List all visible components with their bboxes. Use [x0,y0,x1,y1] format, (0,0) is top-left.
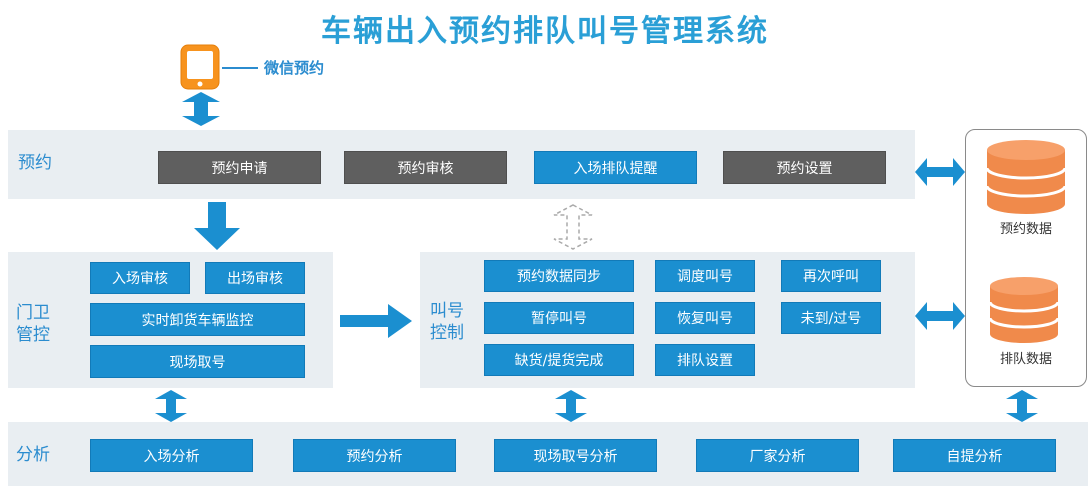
resume-call-button[interactable]: 恢复叫号 [655,302,755,334]
reservation-analysis-button[interactable]: 预约分析 [293,439,456,472]
self-pickup-analysis-button[interactable]: 自提分析 [893,439,1056,472]
bidirectional-arrow-icon [555,390,587,422]
reservation-apply-button[interactable]: 预约申请 [158,151,321,184]
database-icon [985,140,1067,214]
unloading-vehicle-monitor-button[interactable]: 实时卸货车辆监控 [90,303,305,336]
call-label-line1: 叫号 [430,301,464,321]
reservation-settings-button[interactable]: 预约设置 [723,151,886,184]
call-section-label: 叫号 控制 [430,300,464,344]
phone-icon [180,44,220,90]
database-icon [988,277,1060,343]
bidirectional-arrow-icon [915,158,965,186]
wechat-reservation-label: 微信预约 [264,59,325,77]
exit-review-button[interactable]: 出场审核 [205,262,305,294]
manufacturer-analysis-button[interactable]: 厂家分析 [696,439,859,472]
queue-settings-button[interactable]: 排队设置 [655,344,755,376]
reservation-review-button[interactable]: 预约审核 [344,151,507,184]
reservation-section-label: 预约 [18,153,52,173]
call-label-line2: 控制 [430,323,464,343]
dispatch-call-button[interactable]: 调度叫号 [655,260,755,292]
bidirectional-arrow-icon [915,302,965,330]
guard-section-label: 门卫 管控 [16,302,50,346]
entry-analysis-button[interactable]: 入场分析 [90,439,253,472]
guard-label-line1: 门卫 [16,303,50,323]
onsite-ticket-analysis-button[interactable]: 现场取号分析 [494,439,657,472]
bidirectional-arrow-icon [182,92,220,126]
connector-line [222,67,258,69]
bidirectional-arrow-icon [155,390,187,422]
reservation-data-label: 预约数据 [999,222,1052,237]
reservation-data-sync-button[interactable]: 预约数据同步 [484,260,634,292]
missed-call-button[interactable]: 未到/过号 [781,302,881,334]
recall-button[interactable]: 再次呼叫 [781,260,881,292]
onsite-ticket-button[interactable]: 现场取号 [90,345,305,378]
pause-call-button[interactable]: 暂停叫号 [484,302,634,334]
right-arrow-icon [340,304,412,338]
analysis-section-label: 分析 [16,445,50,465]
bidirectional-arrow-icon [1006,390,1038,422]
down-arrow-icon [194,202,240,250]
dashed-bidirectional-arrow-icon [553,204,593,250]
guard-label-line2: 管控 [16,325,50,345]
entry-review-button[interactable]: 入场审核 [90,262,190,294]
entry-queue-reminder-button[interactable]: 入场排队提醒 [534,151,697,184]
queue-data-label: 排队数据 [999,352,1052,367]
out-of-stock-complete-button[interactable]: 缺货/提货完成 [484,344,634,376]
page-title: 车辆出入预约排队叫号管理系统 [321,14,769,49]
